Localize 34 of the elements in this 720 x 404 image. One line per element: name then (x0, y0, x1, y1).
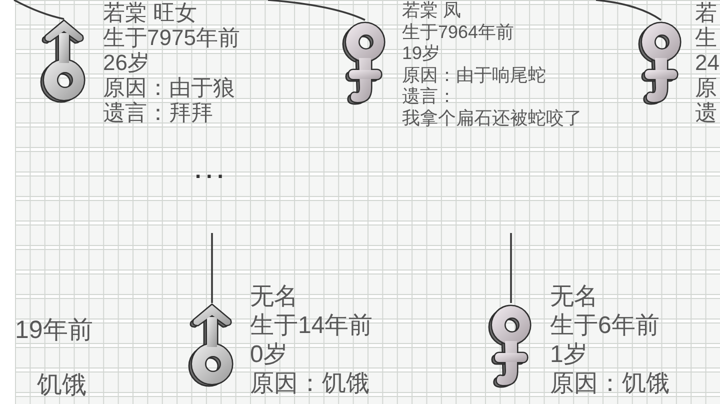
male-symbol-icon (186, 303, 234, 389)
info-text: 我拿个扁石还被蛇咬了 (402, 108, 582, 129)
male-symbol-icon (38, 19, 86, 105)
connector-line (211, 233, 213, 303)
connector-line (510, 233, 512, 303)
info-text: 原因：由于响尾蛇 (402, 64, 546, 86)
info-text: 遗 (695, 100, 717, 125)
info-text: 无名 (250, 282, 298, 311)
info-text: 原因：饥饿 (550, 369, 670, 398)
info-text: 遗言： (402, 86, 456, 108)
connector-line (596, 0, 662, 21)
info-text: 19岁 (402, 43, 440, 64)
info-text: 0岁 (250, 340, 288, 369)
info-text: 生于7975年前 (103, 25, 240, 50)
info-text: 若 (695, 0, 717, 25)
ellipsis-text: ... (195, 158, 228, 184)
info-text: 生于7964年前 (402, 22, 514, 43)
info-text: 若棠 凤 (402, 0, 462, 22)
info-text: 生 (695, 25, 717, 50)
info-text: 原因：由于狼 (103, 75, 235, 100)
info-text: 饥饿 (37, 371, 87, 400)
info-text: 无名 (550, 282, 598, 311)
info-text: 原因：饥饿 (250, 369, 370, 398)
info-text: 原 (695, 75, 717, 100)
connector-line (268, 0, 366, 21)
info-text: 遗言：拜拜 (103, 100, 213, 125)
info-text: 若棠 旺女 (103, 0, 198, 25)
info-text: 生于6年前 (550, 311, 660, 340)
info-text: 生于14年前 (250, 311, 373, 340)
info-text: 19年前 (15, 316, 93, 345)
info-text: 1岁 (550, 340, 588, 369)
info-text: 24 (695, 50, 720, 75)
info-text: 26岁 (103, 50, 150, 75)
connector-line (14, 0, 64, 20)
